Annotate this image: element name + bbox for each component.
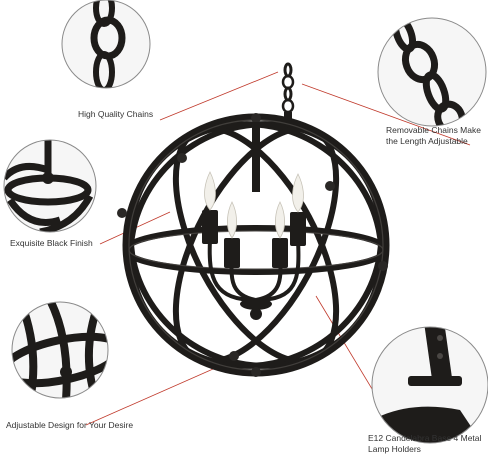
label-base-line1: E12 Candelabra Base 4 Metal [368,433,482,443]
label-high-quality-chains: High Quality Chains [78,109,154,119]
callout-line-chains [159,71,279,121]
main-chandelier [117,62,390,377]
zoom-lamp-holders [371,326,488,444]
callout-line-removable [301,83,471,146]
zoom-adjustable [11,301,109,399]
candle-cluster [202,122,306,320]
bulb [204,171,304,239]
label-base-line2: Lamp Holders [368,444,421,454]
rivets [117,113,388,377]
zoom-chains [61,0,151,89]
hanging-chain [281,62,295,114]
sphere-bands [122,113,390,377]
label-black-finish: Exquisite Black Finish [10,238,93,248]
label-adjustable-design: Adjustable Design for Your Desire [6,420,134,430]
zoom-finish [3,139,97,233]
label-removable-chains-line1: Removable Chains Make [386,125,481,135]
zoom-removable-chains [377,17,487,127]
label-removable-chains-line2: the Length Adjustable [386,136,468,146]
